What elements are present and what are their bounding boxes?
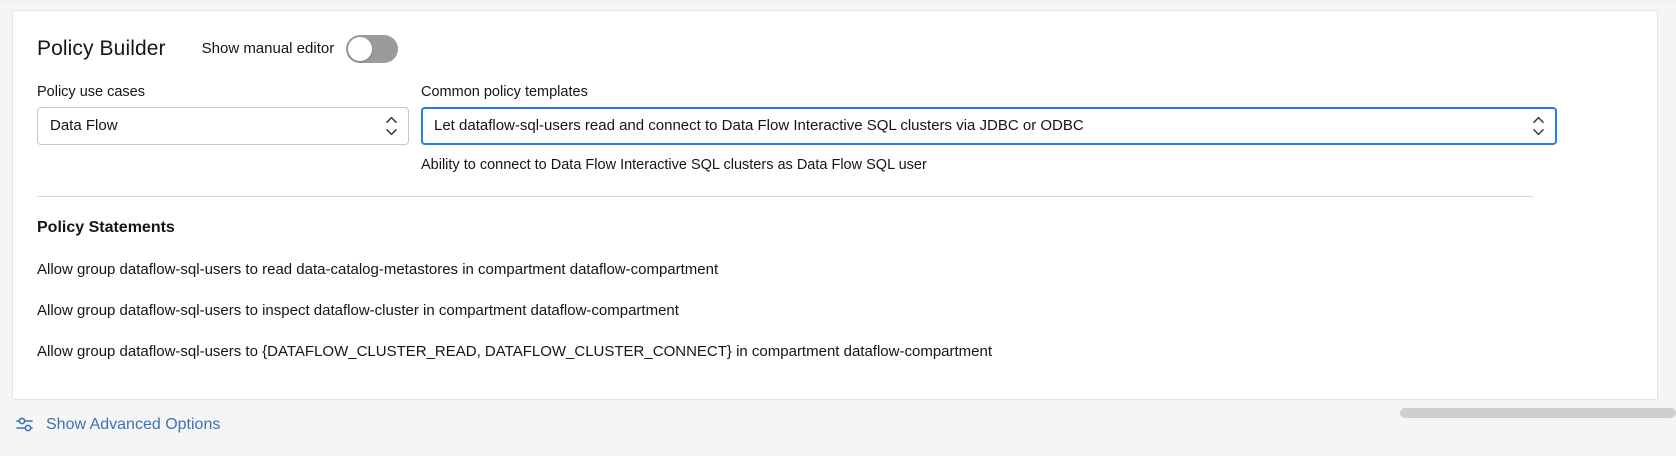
manual-editor-label: Show manual editor [201,40,335,57]
policy-use-cases-value: Data Flow [50,117,118,134]
page-title: Policy Builder [37,37,166,60]
panel-header: Policy Builder Show manual editor [37,29,1557,69]
stepper-chevrons-icon [386,116,397,136]
top-edge-strip [0,0,1676,4]
policy-statements-heading: Policy Statements [37,219,175,236]
show-advanced-options-link[interactable]: Show Advanced Options [14,414,220,436]
horizontal-scrollbar[interactable] [1400,408,1676,418]
tune-sliders-icon [14,414,36,436]
policy-statement-row: Allow group dataflow-sql-users to inspec… [37,302,679,319]
policy-use-cases-label: Policy use cases [37,84,145,100]
stepper-chevrons-icon [1533,116,1544,136]
policy-builder-content: Policy Builder Show manual editor Policy… [37,29,1557,362]
common-policy-templates-field: Common policy templates Let dataflow-sql… [421,83,1557,174]
common-policy-templates-select[interactable]: Let dataflow-sql-users read and connect … [421,107,1557,145]
policy-builder-card: Policy Builder Show manual editor Policy… [12,10,1658,400]
common-policy-templates-value: Let dataflow-sql-users read and connect … [434,117,1084,134]
fields-row: Policy use cases Data Flow [37,83,1557,174]
common-policy-templates-helper-text: Ability to connect to Data Flow Interact… [421,157,927,173]
policy-use-cases-field: Policy use cases Data Flow [37,83,409,145]
policy-use-cases-select[interactable]: Data Flow [37,107,409,145]
toggle-knob-icon [348,37,373,61]
show-advanced-options-label: Show Advanced Options [46,416,221,433]
policy-statement-row: Allow group dataflow-sql-users to {DATAF… [37,343,993,360]
policy-statement-row: Allow group dataflow-sql-users to read d… [37,261,719,278]
section-divider [37,196,1533,197]
manual-editor-group: Show manual editor [202,35,399,63]
common-policy-templates-label: Common policy templates [421,84,588,100]
show-manual-editor-toggle[interactable] [346,35,399,63]
